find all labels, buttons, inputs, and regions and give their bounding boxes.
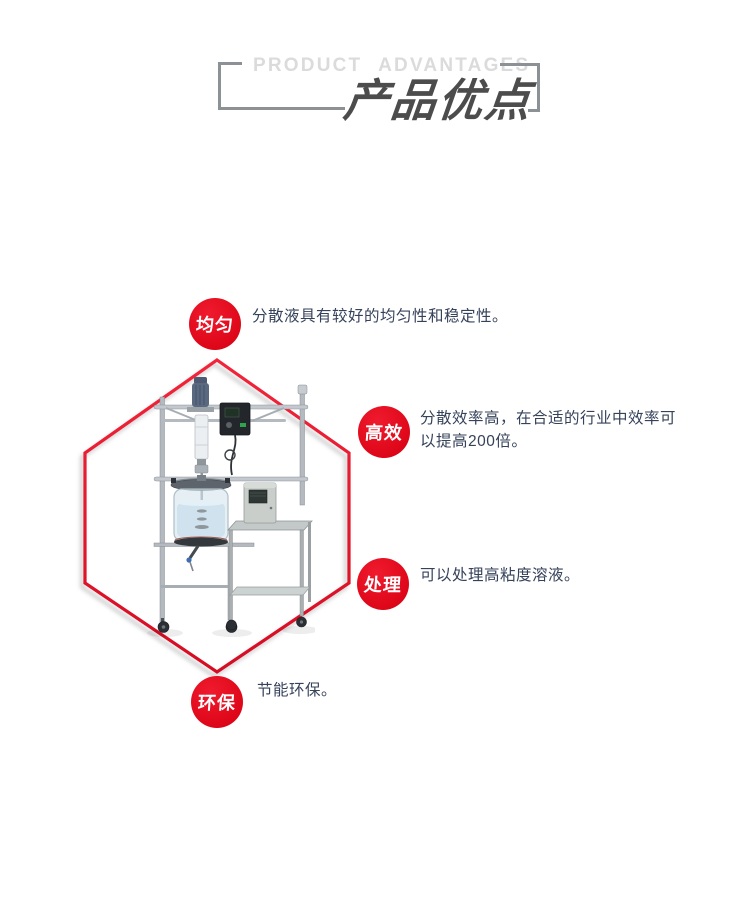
badge-eco: 环保 (191, 676, 243, 728)
discharge-valve (186, 545, 200, 572)
badge-uniformity: 均匀 (189, 298, 241, 350)
side-table (226, 520, 313, 631)
advantage-text-line: 分散液具有较好的均匀性和稳定性。 (252, 308, 509, 325)
section-title-en: PRODUCT ADVANTAGES (253, 55, 531, 76)
hexagon-frame (83, 358, 351, 674)
control-cabinet (243, 482, 277, 524)
badge-eco-label: 环保 (197, 693, 237, 713)
section-title-cn: 产品优点 (341, 75, 535, 126)
advantage-text-line: 分散效率高，在合适的行业中效率可 (420, 410, 677, 427)
title-bracket-right-tick (528, 109, 540, 112)
advantage-text-processing: 可以处理高粘度溶液。 (420, 564, 580, 587)
glass-vessel (173, 488, 229, 547)
advantage-text-efficiency: 分散效率高，在合适的行业中效率可 以提高200倍。 (420, 407, 676, 453)
advantage-text-line: 可以处理高粘度溶液。 (420, 567, 581, 584)
badge-efficiency-label: 高效 (364, 423, 404, 443)
stirrer-motor (187, 377, 214, 412)
floor-shadow (147, 626, 315, 637)
title-bracket-right (500, 63, 540, 112)
badge-uniformity-label: 均匀 (195, 315, 235, 335)
advantage-text-line: 以提高200倍。 (420, 433, 528, 450)
controller-box (219, 402, 251, 476)
advantage-text-eco: 节能环保。 (257, 679, 337, 702)
advantage-text-uniformity: 分散液具有较好的均匀性和稳定性。 (252, 305, 508, 328)
title-bracket-left-tick (218, 62, 242, 65)
advantage-text-line: 节能环保。 (257, 682, 338, 699)
vessel-lid (170, 475, 232, 491)
badge-processing: 处理 (357, 558, 409, 610)
badge-efficiency: 高效 (358, 406, 410, 458)
badge-processing-label: 处理 (363, 575, 403, 595)
glass-reactor-machine-photo (147, 377, 315, 637)
title-bracket-left (218, 62, 345, 110)
